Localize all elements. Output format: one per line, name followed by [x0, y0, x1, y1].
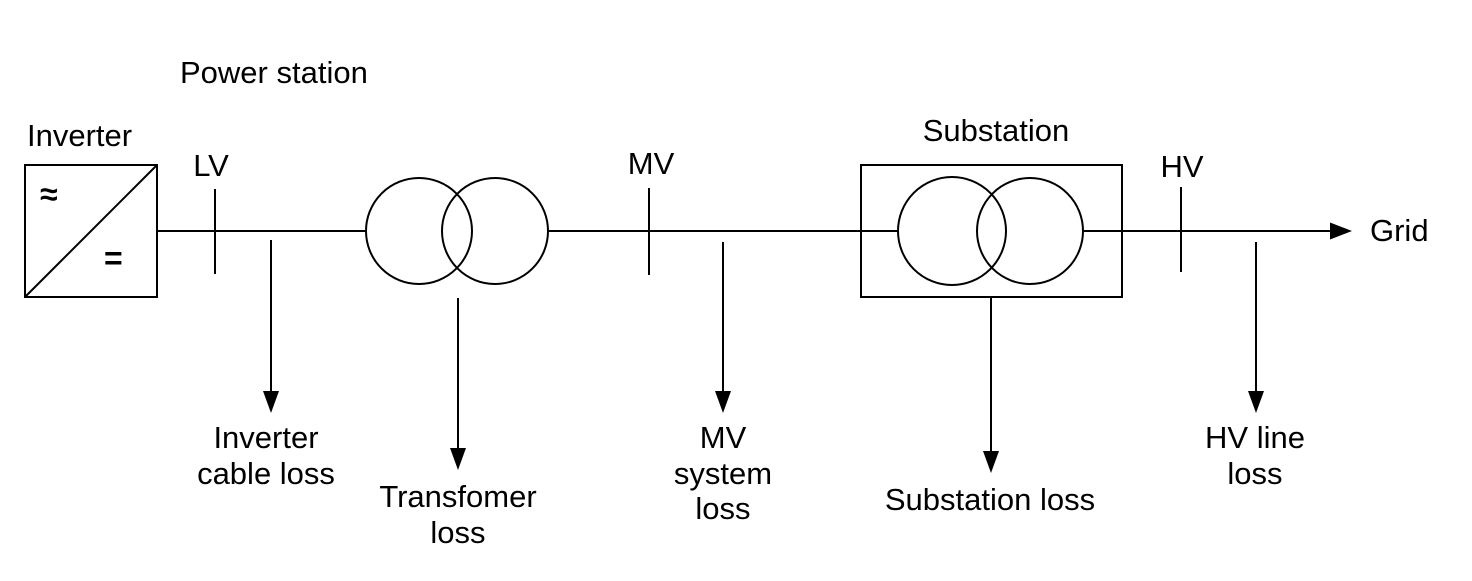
mv-system-loss-label: MV system loss — [673, 420, 773, 527]
bus-hv-label: HV — [1160, 149, 1204, 184]
grid-arrowhead — [1330, 222, 1352, 240]
mv-system-loss-arrow — [715, 242, 731, 413]
hv-line-loss-arrow — [1248, 242, 1264, 413]
substation-loss-arrow — [983, 297, 999, 473]
transformer-loss-label: Transfomer loss — [379, 479, 537, 550]
substation-loss-label: Substation loss — [884, 482, 1096, 517]
hv-line-loss-label: HV line loss — [1205, 420, 1305, 491]
bus-mv-label: MV — [627, 146, 675, 181]
dc-symbol: = — [104, 240, 123, 276]
substation-label: Substation — [922, 113, 1070, 148]
inverter-label: Inverter — [27, 118, 133, 153]
grid-label: Grid — [1370, 213, 1429, 248]
transformer-loss-arrow — [450, 298, 466, 470]
substation-symbol — [860, 164, 1123, 298]
bus-lv-label: LV — [193, 148, 229, 183]
power-station-label: Power station — [180, 55, 368, 90]
inverter-cable-loss-arrow — [263, 240, 279, 413]
inverter-cable-loss-label: Inverter cable loss — [197, 420, 335, 491]
transformer-symbol — [365, 177, 549, 285]
ac-symbol: ≈ — [40, 176, 58, 212]
